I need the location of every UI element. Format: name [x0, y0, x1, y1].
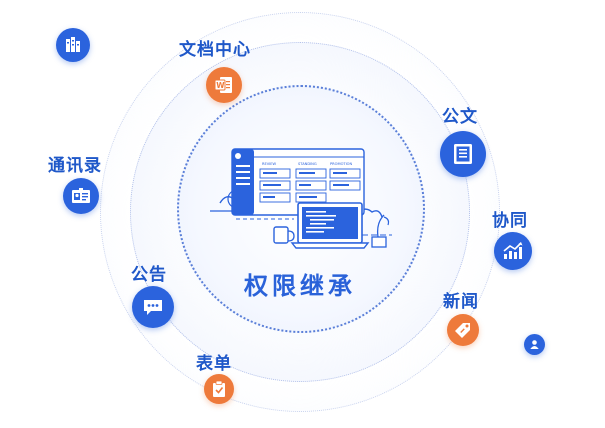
kanban-sidebar — [232, 149, 254, 215]
tag-icon[interactable] — [447, 314, 479, 346]
column-label-2: STANDING — [298, 162, 317, 166]
plant-pot — [371, 236, 387, 248]
label-announcement: 公告 — [131, 265, 167, 285]
user-icon[interactable] — [524, 334, 545, 355]
svg-text:W: W — [216, 81, 225, 90]
label-address-book: 通讯录 — [48, 156, 102, 176]
label-form: 表单 — [196, 354, 232, 374]
kanban-laptop-illustration: REVIEW STANDING PROMOTION — [210, 148, 392, 249]
clipboard-check-icon[interactable] — [204, 374, 234, 404]
column-label-3: PROMOTION — [330, 162, 353, 166]
address-book-icon[interactable] — [63, 178, 99, 214]
official-document-icon[interactable] — [440, 131, 486, 177]
label-collaboration: 协同 — [492, 211, 528, 231]
building-icon[interactable] — [56, 28, 90, 62]
growth-chart-icon[interactable] — [494, 232, 532, 270]
label-official-document: 公文 — [442, 107, 478, 127]
word-document-icon[interactable]: W — [206, 67, 242, 103]
center-title: 权限继承 — [244, 272, 356, 300]
laptop-base — [290, 242, 370, 249]
label-document-center: 文档中心 — [179, 40, 251, 60]
chat-bubble-icon[interactable] — [132, 286, 174, 328]
label-news: 新闻 — [443, 292, 479, 312]
mug — [273, 226, 289, 244]
column-label-1: REVIEW — [262, 162, 277, 166]
